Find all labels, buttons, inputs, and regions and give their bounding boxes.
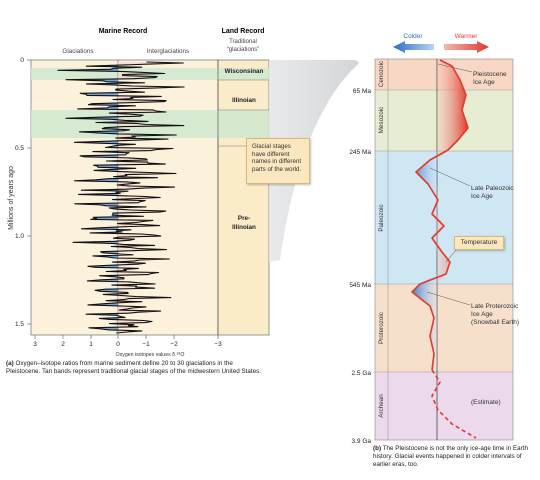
warmer-label: Warmer <box>455 33 479 40</box>
caption-a-label: (a) <box>6 360 14 367</box>
land-record-subtitle: “glaciations” <box>227 47 259 53</box>
age-2-5ga: 2.5 Ga <box>351 370 371 377</box>
glacial-band <box>31 110 269 138</box>
land-record-subtitle: Traditional <box>229 39 257 45</box>
caption-b-text: The Pleistocene is not the only ice-age … <box>373 445 528 469</box>
marine-record-title: Marine Record <box>99 28 148 35</box>
age-545ma: 545 Ma <box>349 282 371 289</box>
warmer-arrow-icon <box>444 41 489 53</box>
age-65ma: 65 Ma <box>353 88 371 95</box>
age-245ma: 245 Ma <box>349 149 371 156</box>
era-band-archean <box>375 372 513 440</box>
era-proterozoic: Proterozoic <box>378 312 385 344</box>
annotation-late-proterozoic: Late Proterozoic <box>471 303 519 310</box>
era-band-proterozoic <box>375 284 513 372</box>
x-axis-label: Oxygen isotopes values δ ¹⁸O <box>116 352 185 358</box>
annotation-late-proterozoic: Ice Age <box>471 311 493 318</box>
x-tick-label: −1 <box>142 341 150 348</box>
temperature-estimate-curve <box>431 369 477 439</box>
y-tick-label: 1.0 <box>15 233 24 240</box>
x-tick-label: 2 <box>61 341 65 348</box>
x-tick-label: 1 <box>89 341 93 348</box>
era-archean: Archean <box>378 394 385 418</box>
glacial-stages-callout: Glacial stages have different names in d… <box>246 138 310 184</box>
caption-b: (b) The Pleistocene is not the only ice-… <box>373 445 535 470</box>
cold-fill <box>412 60 437 370</box>
temperature-callout: Temperature <box>454 236 504 250</box>
warm-fill <box>437 60 468 370</box>
y-tick-label: 0.5 <box>15 145 24 152</box>
colder-arrow-icon <box>393 41 434 53</box>
annotation-pleistocene: Pleistocene <box>473 71 507 78</box>
stage-wisconsinan: Wisconsinan <box>225 68 264 75</box>
x-tick-label: −3 <box>214 341 222 348</box>
land-record-title: Land Record <box>222 28 265 35</box>
caption-b-label: (b) <box>373 445 382 452</box>
stage-pre-illinoian: Pre- <box>238 215 250 222</box>
x-tick-label: 0 <box>116 341 120 348</box>
temperature-curve <box>411 59 469 371</box>
age-3-9ga: 3.9 Ga <box>351 438 371 445</box>
isotope-curve <box>57 61 185 334</box>
y-tick-label: 1.5 <box>15 321 24 328</box>
era-mesozoic: Mesozoic <box>378 107 385 134</box>
glaciations-label: Glaciations <box>62 48 93 55</box>
y-tick-label: 0 <box>20 57 24 64</box>
y-axis-label: Millions of years ago <box>8 166 15 230</box>
era-cenozoic: Cenozoic <box>378 61 385 87</box>
annotation-late-paleozoic: Late Paleozoic <box>471 185 514 192</box>
interglaciations-label: Interglaciations <box>147 48 189 55</box>
annotation-late-proterozoic: (Snowball Earth) <box>471 319 519 326</box>
colder-label: Colder <box>403 33 423 40</box>
stage-pre-illinoian: Illinoian <box>232 224 256 231</box>
annotation-late-paleozoic: Ice Age <box>471 193 493 200</box>
era-paleozoic: Paleozoic <box>378 204 385 231</box>
annotation-estimate: (Estimate) <box>471 399 501 406</box>
caption-a-text: Oxygen–isotope ratios from marine sedime… <box>6 360 262 376</box>
stage-illinoian: Illinoian <box>232 97 256 104</box>
caption-a: (a) Oxygen–isotope ratios from marine se… <box>6 360 268 376</box>
land-record-column <box>217 59 270 336</box>
x-tick-label: 3 <box>33 341 37 348</box>
zoom-connector <box>269 60 359 262</box>
x-tick-label: −2 <box>170 341 178 348</box>
annotation-pleistocene: Ice Age <box>473 79 495 86</box>
